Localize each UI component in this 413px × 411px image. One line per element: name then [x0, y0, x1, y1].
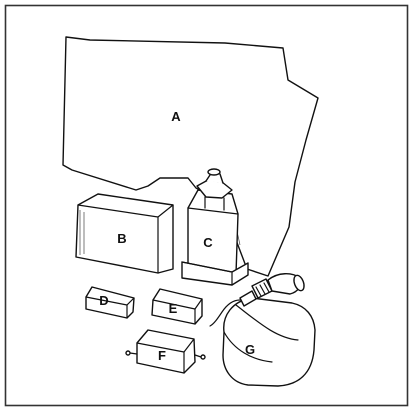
diagram-border: [4, 4, 409, 407]
label-e: E: [169, 301, 178, 316]
part-c-unit: C: [181, 168, 249, 286]
part-d-block: D: [85, 286, 135, 319]
label-c: C: [203, 235, 213, 250]
part-g-assembly: G: [209, 273, 316, 387]
label-d: D: [99, 293, 108, 308]
part-f-module: F: [125, 329, 206, 374]
label-b: B: [117, 231, 126, 246]
label-g: G: [245, 342, 255, 357]
label-f: F: [158, 348, 166, 363]
part-e-block: E: [151, 288, 203, 325]
label-a: A: [171, 109, 181, 124]
part-b-box: B: [75, 193, 174, 274]
